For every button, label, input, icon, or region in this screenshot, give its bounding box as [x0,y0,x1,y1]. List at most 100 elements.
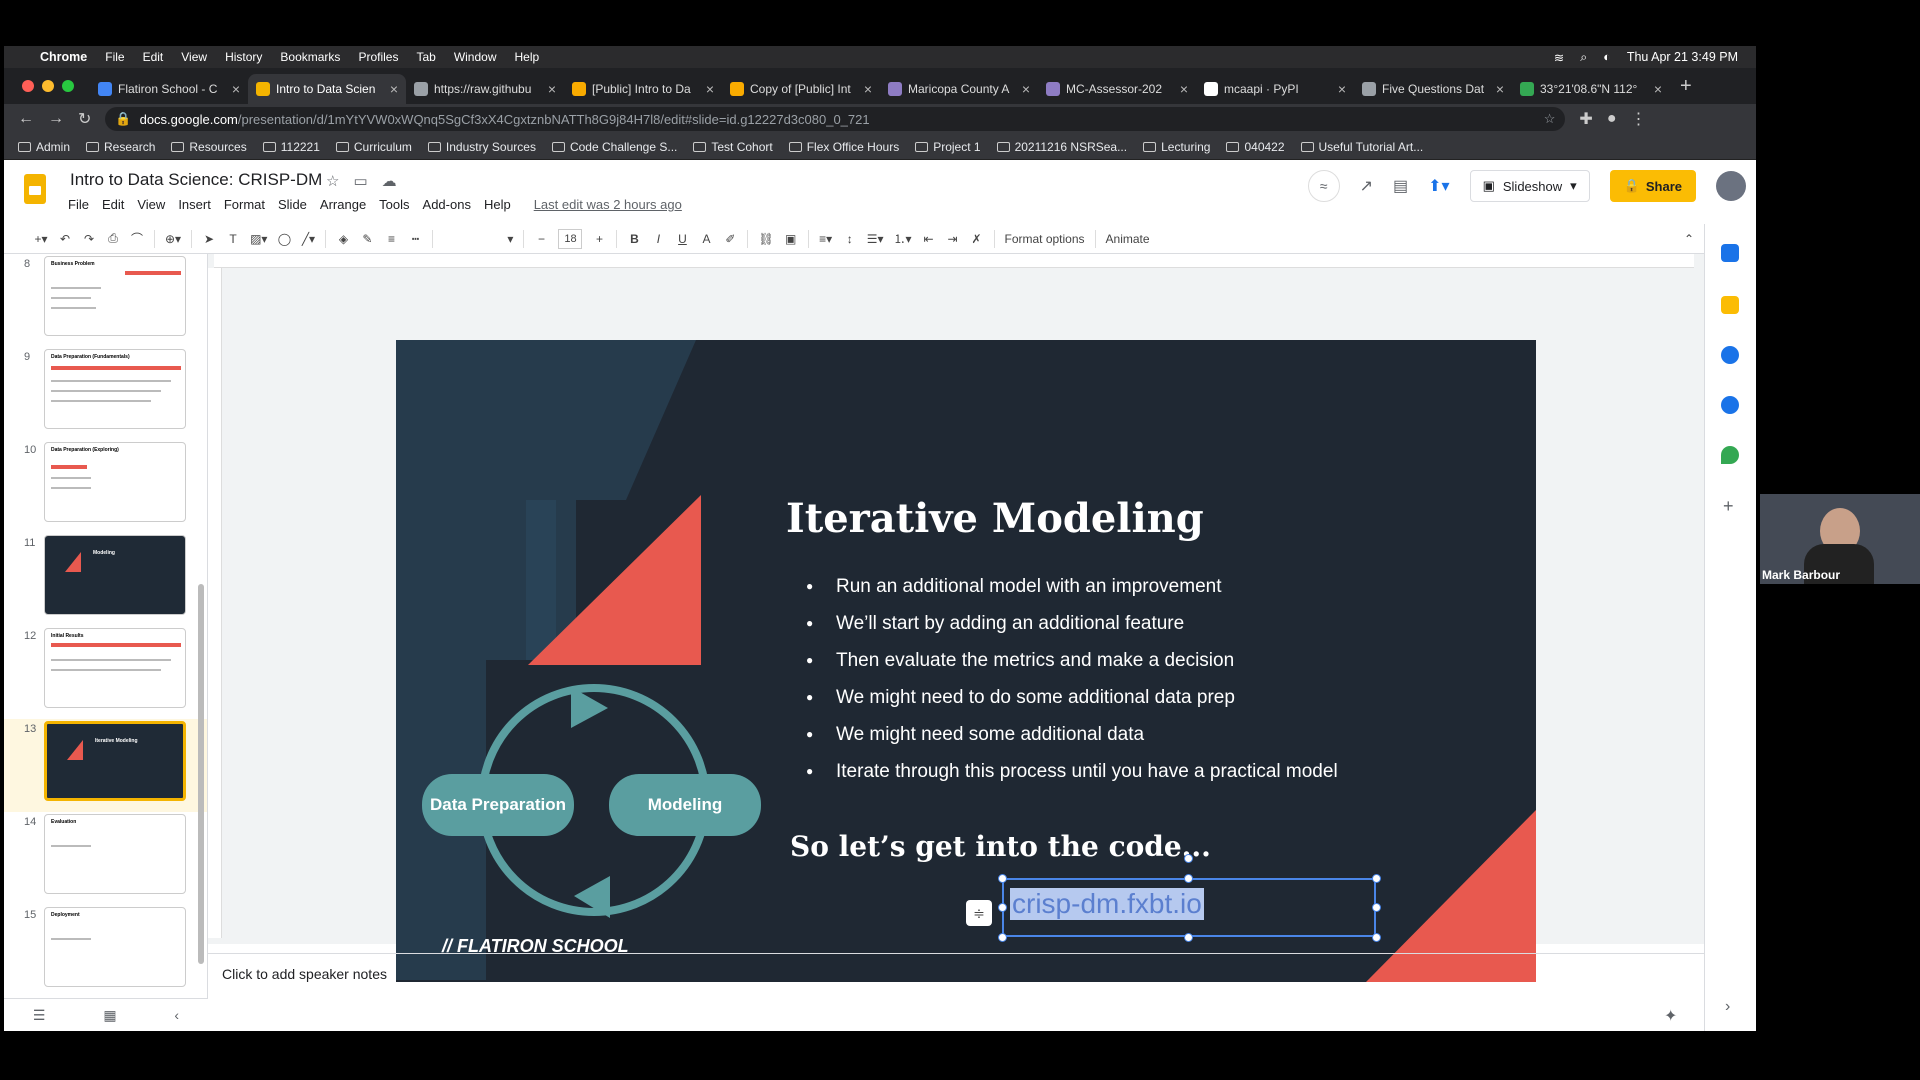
italic-icon[interactable]: I [656,231,661,246]
bookmark-item[interactable]: 040422 [1226,140,1285,154]
menu-view[interactable]: View [181,50,208,64]
undo-icon[interactable]: ↶ [59,231,71,246]
decrease-indent-icon[interactable]: ⇤ [923,231,934,246]
slide-thumbnail[interactable]: Data Preparation (Exploring) [44,442,186,522]
bookmark-item[interactable]: Useful Tutorial Art... [1300,140,1423,154]
slide-thumbnail[interactable]: Data Preparation (Fundamentals) [44,349,186,429]
new-tab-icon[interactable]: + [1680,74,1692,97]
redo-icon[interactable]: ↷ [83,231,95,246]
star-icon[interactable]: ☆ [326,173,340,190]
close-tab-icon[interactable]: × [547,81,556,97]
menu-profiles[interactable]: Profiles [358,50,399,64]
close-tab-icon[interactable]: × [1179,81,1188,97]
bookmark-item[interactable]: Lecturing [1143,140,1210,154]
menu-tab[interactable]: Tab [416,50,436,64]
bookmark-item[interactable]: Flex Office Hours [788,140,899,154]
explore-icon[interactable]: ✦ [1664,1008,1678,1025]
browser-tab[interactable]: Maricopa County A× [880,74,1038,104]
bookmark-star-icon[interactable]: ☆ [1543,111,1556,126]
filmstrip-slide[interactable]: 14 Evaluation [4,812,207,905]
bookmark-item[interactable]: Project 1 [915,140,981,154]
reload-icon[interactable]: ↻ [78,111,92,128]
close-tab-icon[interactable]: × [1021,81,1030,97]
menu-window[interactable]: Window [453,50,497,64]
align-icon[interactable]: ≡▾ [819,231,833,246]
document-title[interactable]: Intro to Data Science: CRISP-DM [70,170,323,189]
collapse-panel-icon[interactable]: ‹ [174,1007,180,1023]
border-dash-icon[interactable]: ┅ [411,231,420,246]
chevron-down-icon[interactable]: ▾ [1570,178,1577,193]
clock[interactable]: Thu Apr 21 3:49 PM [1626,50,1738,64]
slide-thumbnail[interactable]: Modeling [44,535,186,615]
bookmark-item[interactable]: Curriculum [335,140,412,154]
resize-handle[interactable] [1372,933,1381,942]
menu-edit[interactable]: Edit [142,50,164,64]
speaker-notes[interactable]: Click to add speaker notes [208,953,1704,993]
font-size-input[interactable]: 18 [558,228,583,249]
font-size-increase-icon[interactable]: + [595,231,603,246]
filmstrip-slide[interactable]: 8 Business Problem [4,254,207,347]
browser-tab[interactable]: Five Questions Dat× [1354,74,1512,104]
slides-logo-icon[interactable] [24,174,46,204]
bookmark-item[interactable]: Test Cohort [693,140,773,154]
bookmark-item[interactable]: 112221 [262,140,320,154]
menu-view[interactable]: View [137,197,166,212]
filmstrip-slide-selected[interactable]: 13 Iterative Modeling [4,719,207,812]
resize-handle[interactable] [1372,903,1381,912]
resize-handle[interactable] [998,903,1007,912]
bold-icon[interactable]: B [630,231,639,246]
slide-thumbnail[interactable]: Business Problem [44,256,186,336]
bookmark-item[interactable]: Resources [171,140,247,154]
profile-icon[interactable]: ● [1606,110,1617,127]
close-tab-icon[interactable]: × [705,81,714,97]
textbox-icon[interactable]: T [229,231,237,246]
menu-format[interactable]: Format [223,197,265,212]
slide-subtitle[interactable]: So let’s get into the code... [790,830,1211,863]
underline-icon[interactable]: U [678,231,687,246]
browser-tab[interactable]: Copy of [Public] Int× [722,74,880,104]
highlight-icon[interactable]: ✐ [725,231,736,246]
line-icon[interactable]: ╱▾ [301,231,316,246]
resize-handle[interactable] [1372,874,1381,883]
select-icon[interactable]: ➤ [204,231,215,246]
bookmark-item[interactable]: Admin [18,140,70,154]
menu-edit[interactable]: Edit [101,197,125,212]
resize-handle[interactable] [1184,933,1193,942]
menu-addons[interactable]: Add-ons [422,197,471,212]
bookmark-item[interactable]: Code Challenge S... [551,140,677,154]
shape-icon[interactable]: ◯ [277,231,292,246]
close-window-button[interactable] [22,80,34,92]
zoom-icon[interactable]: ⊕▾ [165,231,182,246]
control-center-icon[interactable]: ◐ [1603,50,1611,64]
text-color-icon[interactable]: A [702,231,711,246]
maps-icon[interactable] [1721,446,1739,464]
menu-insert[interactable]: Insert [178,197,211,212]
line-spacing-icon[interactable]: ↕ [846,231,853,246]
filmstrip-slide[interactable]: 15 Deployment [4,905,207,998]
comments-icon[interactable]: ▤ [1393,178,1409,195]
list-view-icon[interactable]: ☰ [32,1006,46,1023]
address-bar[interactable]: 🔒 docs.google.com/presentation/d/1mYtYVW… [105,107,1566,131]
horizontal-ruler[interactable] [214,254,1694,268]
animate-button[interactable]: Animate [1105,231,1150,246]
menu-tools[interactable]: Tools [379,197,410,212]
minimize-window-button[interactable] [42,80,54,92]
fill-color-icon[interactable]: ◈ [338,231,349,246]
chrome-menu-icon[interactable]: ⋮ [1630,111,1647,128]
close-tab-icon[interactable]: × [1495,81,1504,97]
grid-view-icon[interactable]: ▦ [103,1006,117,1023]
participant-video[interactable]: Mark Barbour [1760,494,1920,584]
last-edit-link[interactable]: Last edit was 2 hours ago [533,197,682,212]
bookmark-item[interactable]: Industry Sources [427,140,536,154]
tasks-icon[interactable] [1721,346,1739,364]
close-tab-icon[interactable]: × [863,81,872,97]
clear-formatting-icon[interactable]: ✗ [971,231,982,246]
resize-handle[interactable] [998,874,1007,883]
expand-panel-icon[interactable]: › [1725,998,1731,1015]
browser-tab[interactable]: MC-Assessor-202× [1038,74,1196,104]
trend-icon[interactable]: ↗ [1359,178,1374,195]
slideshow-button[interactable]: ▣Slideshow▾ [1469,170,1590,202]
browser-tab[interactable]: mcaapi · PyPI× [1196,74,1354,104]
url-text-selected[interactable]: crisp-dm.fxbt.io [1010,888,1204,920]
browser-tab-active[interactable]: Intro to Data Scien× [248,74,406,104]
